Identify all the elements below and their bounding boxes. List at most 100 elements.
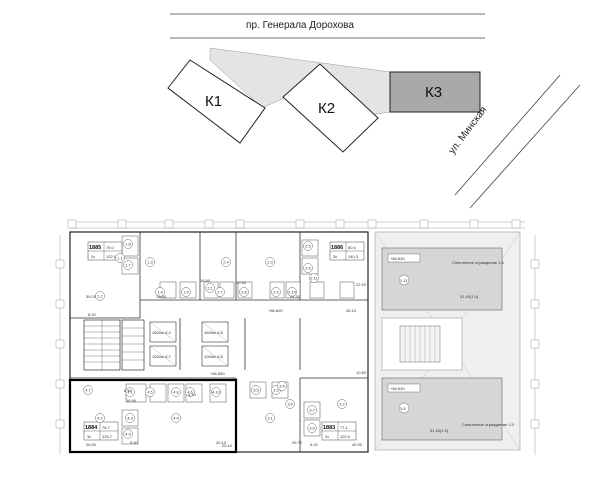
- apartment-1886-area: 80.6: [348, 245, 357, 250]
- room-code-4-5: 4.5: [147, 390, 153, 395]
- room-code-circle-4-3: [125, 413, 135, 423]
- room-code-circle-1-5: [181, 287, 191, 297]
- terrace-lower-area: 51.40(1.0): [430, 428, 449, 433]
- apartment-1884-area: 78.7: [102, 425, 111, 430]
- elevator-3: 1600кг 6.8: [204, 330, 224, 335]
- room-code-circle-1-2: [95, 291, 105, 301]
- room-code-2-5: 2.5: [305, 244, 311, 249]
- core-level: +66.600: [268, 308, 283, 313]
- room-code-circle-3-4: [277, 381, 287, 391]
- building-k1-label: К1: [205, 93, 222, 110]
- apartment-1883-info[interactable]: 1883 77.1 2с 120.0: [321, 421, 357, 441]
- apartment-1884-total: 125.7: [102, 434, 113, 439]
- dimension-label: 5.00: [130, 440, 139, 445]
- room-code-circle-2-11: [309, 273, 319, 283]
- apartment-1883-rooms: 2с: [325, 434, 329, 439]
- dimension-label: 20.10: [222, 443, 233, 448]
- elevator-4: 1000кг 6.8: [204, 354, 224, 359]
- room-code-circle-2-1: [205, 283, 215, 293]
- apartment-1886-info[interactable]: 1886 80.6 3с 140.3: [329, 241, 365, 261]
- building-k3-label: К3: [425, 84, 442, 101]
- terrace-upper-area: 31.40(1.0): [460, 294, 479, 299]
- room-code-4-6: 4.6: [187, 390, 193, 395]
- room-code-1-5: 1.5: [183, 290, 189, 295]
- room-code-circle-2-3: [265, 257, 275, 267]
- room-code-2-10: 2.10: [288, 290, 297, 295]
- room-code-4-1: 4.1: [127, 390, 133, 395]
- room-code-3-5: 3.5: [253, 388, 259, 393]
- apartment-1884-highlight[interactable]: [68, 378, 238, 454]
- room-code-circle-4-1: [125, 387, 135, 397]
- room-code-circle-3-8: [307, 423, 317, 433]
- apartment-1883-total: 120.0: [340, 434, 351, 439]
- room-code-circle-2-7: [215, 287, 225, 297]
- room-code-circle-1-4: [155, 287, 165, 297]
- room-code-3-2: 3.2: [339, 402, 345, 407]
- apartment-1884-info[interactable]: 1884 78.7 3с 125.7: [83, 421, 119, 441]
- room-code-circle-4-8: [171, 387, 181, 397]
- room-code-1-6: 1.6: [125, 242, 131, 247]
- apartment-1883-area: 77.1: [340, 425, 349, 430]
- room-code-2-11: 2.11: [310, 276, 318, 281]
- room-code-circle-4-5: [145, 387, 155, 397]
- room-code-2-7: 2.7: [217, 290, 223, 295]
- room-code-4-10: 4.10: [212, 390, 221, 395]
- apartment-1885-info[interactable]: 1885 76.0 2с 122.0: [87, 241, 123, 261]
- room-code-1-2: 1.2: [97, 294, 103, 299]
- dimension-label: 21.30: [290, 294, 301, 299]
- room-code-4-2: 4.2: [97, 416, 103, 421]
- dimension-label: 22.20: [356, 282, 367, 287]
- elevator-2: 1000кг 6.7: [152, 354, 172, 359]
- dimension-label: 40.90: [352, 442, 363, 447]
- room-code-2-6: 2.6: [305, 266, 311, 271]
- room-code-circle-4-10: [211, 387, 221, 397]
- dimension-label: 16.90: [126, 398, 137, 403]
- core-level-2: +66.550: [210, 371, 225, 376]
- room-code-1-3: 1.3: [147, 260, 153, 265]
- apartment-1884-number: 1884: [85, 425, 98, 431]
- dimension-group: 39.2020.3021.3040.1022.2010.8012.9016.80…: [86, 278, 367, 448]
- dimension-label: 40.10: [346, 308, 357, 313]
- room-code-circle-2-10: [287, 287, 297, 297]
- room-code-3-4: 3.4: [279, 384, 285, 389]
- floor-plan: +66.630 Спектенное ограждение 1.5 2.11 3…: [55, 219, 540, 455]
- terrace-lower-note: Спектенное ограждение 1.5: [462, 422, 515, 427]
- room-code-circle-3-5: [251, 385, 261, 395]
- apartment-1885-number: 1885: [89, 245, 101, 251]
- room-code-circle-4-6: [185, 387, 195, 397]
- dimension-label: 6.20: [310, 442, 319, 447]
- room-code-4-9: 4.9: [125, 432, 131, 437]
- street-right-line-1: [454, 74, 561, 196]
- room-code-circle-1-3: [145, 257, 155, 267]
- terrace-upper-level: +66.630: [390, 256, 405, 261]
- apartment-1885-area: 76.0: [106, 245, 115, 250]
- dimension-label: 16.80: [200, 278, 211, 283]
- dimension-label: 8.20: [88, 312, 97, 317]
- room-code-4-7: 4.7: [85, 388, 91, 393]
- dimension-label: 12.90: [156, 294, 167, 299]
- room-code-4-3: 4.3: [127, 416, 133, 421]
- room-code-circle-1-1: [115, 253, 125, 263]
- elevator-1: 1600кг 6.4: [152, 330, 172, 335]
- room-code-3-3: 3.3: [273, 388, 279, 393]
- terrace-lower-room: 3.8: [400, 406, 406, 411]
- building-k1[interactable]: К1: [167, 59, 266, 144]
- room-code-2-9: 2.9: [273, 290, 279, 295]
- room-code-circle-1-7: [123, 260, 133, 270]
- building-k3[interactable]: К3: [389, 71, 481, 113]
- room-code-circle-1-6: [123, 239, 133, 249]
- street-right-line-2: [469, 84, 581, 209]
- dimension-label: 20.10: [216, 440, 227, 445]
- room-code-circle-4-4: [171, 413, 181, 423]
- building-k2[interactable]: К2: [282, 63, 379, 153]
- room-code-circle-2-6: [303, 263, 313, 273]
- dimension-label: 39.20: [86, 294, 97, 299]
- room-code-circle-2-4: [221, 257, 231, 267]
- room-code-circle-4-7: [83, 385, 93, 395]
- dimension-label: 20.30: [236, 280, 247, 285]
- room-code-4-8: 4.8: [173, 390, 179, 395]
- room-code-circle-3-1: [265, 413, 275, 423]
- room-code-3-8: 3.8: [309, 426, 315, 431]
